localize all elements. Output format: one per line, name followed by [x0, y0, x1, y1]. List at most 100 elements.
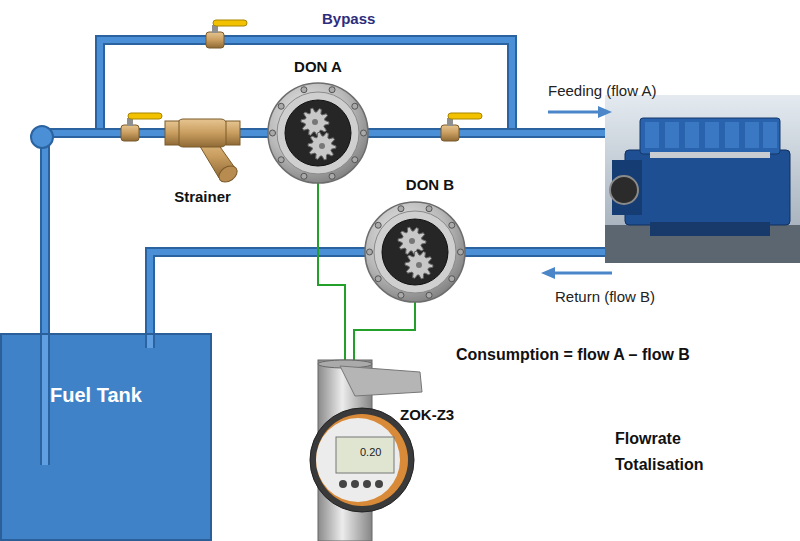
gear-hub	[319, 143, 325, 149]
cylinder-head	[725, 122, 739, 148]
node-label: ZOK-Z3	[400, 406, 480, 424]
ball-valve	[441, 113, 482, 141]
strainer-cap	[216, 163, 240, 186]
connector-group	[354, 302, 415, 360]
meter-bolt	[426, 292, 432, 298]
meter-bolt	[449, 222, 455, 228]
feed-pipe	[368, 128, 608, 138]
return-inlet	[145, 335, 155, 348]
cylinder-head	[745, 122, 759, 148]
meter-bolt	[398, 292, 404, 298]
return-pipe	[465, 247, 608, 257]
ball-valve	[206, 20, 247, 48]
signal-wire	[318, 183, 345, 360]
strainer-nut	[165, 121, 179, 145]
return-inlet	[147, 335, 153, 348]
cylinder-head	[763, 122, 777, 148]
meter-bolt	[301, 173, 307, 179]
meter-bolt	[398, 206, 404, 212]
meter-body	[268, 83, 368, 183]
meter-chamber	[285, 100, 351, 166]
signal-wire	[354, 302, 415, 360]
formula-label: Consumption = flow A – flow B	[456, 345, 756, 364]
node-label: Fuel Tank	[50, 383, 200, 407]
meter-chamber	[382, 219, 448, 285]
cylinder-head	[685, 122, 699, 148]
device-button	[363, 480, 371, 488]
function-label: Flowrate Totalisation	[615, 426, 725, 478]
return-pipe	[465, 249, 608, 255]
cylinder-head	[645, 122, 659, 148]
engine-background	[605, 95, 800, 263]
return-arrow	[553, 272, 612, 275]
gear-hub	[409, 238, 415, 244]
ball-valve	[121, 113, 162, 141]
engine-oil-pan	[650, 222, 770, 236]
device-button	[339, 480, 347, 488]
fuel-pipe	[150, 252, 365, 333]
cylinder-bank	[640, 118, 780, 154]
engine-pulley	[610, 176, 638, 204]
meter-bolt	[352, 157, 358, 163]
suction-pipe	[42, 335, 48, 465]
engine-manifold	[650, 152, 770, 158]
flow-meter: DON B	[365, 175, 465, 302]
pipe-core	[240, 130, 268, 136]
oval-gear	[301, 108, 329, 136]
oval-gear	[405, 251, 433, 279]
pipe-elbow	[31, 126, 53, 148]
flow-label: Feeding (flow A)	[548, 82, 688, 100]
meter-bolt	[329, 173, 335, 179]
strainer-nut	[226, 121, 240, 145]
meter-bolt	[278, 157, 284, 163]
oval-gear	[398, 227, 426, 255]
fuel-tank: Fuel Tank	[0, 333, 212, 541]
meter-bolt	[458, 249, 464, 255]
node-label: DON A	[268, 58, 368, 76]
node-label: DON B	[380, 176, 480, 194]
return-arrowhead	[541, 267, 555, 279]
meter-bolt	[375, 276, 381, 282]
zok-drawing	[300, 360, 490, 541]
meter-bolt	[278, 103, 284, 109]
meter-bolt	[329, 87, 335, 93]
engine-block	[625, 150, 790, 225]
meter-bolt	[361, 130, 367, 136]
device-ring	[316, 414, 408, 506]
cylinder-head	[705, 122, 719, 148]
strainer-body	[177, 119, 227, 147]
device-housing	[310, 408, 414, 512]
connector-group	[150, 252, 365, 333]
feed-arrow	[548, 111, 600, 114]
gear-hub	[312, 119, 318, 125]
device-button	[375, 480, 383, 488]
meter-body	[365, 202, 465, 302]
meter-drawing	[268, 58, 368, 183]
strainer: Strainer	[165, 118, 240, 208]
flow-meter: DON A	[268, 58, 368, 183]
display-value: 0.20	[360, 446, 400, 459]
cylinder-head	[665, 122, 679, 148]
device-cover	[340, 366, 422, 396]
meter-bolt	[301, 87, 307, 93]
meter-bolt	[367, 249, 373, 255]
device-face	[316, 418, 400, 502]
flow-arrows	[541, 106, 612, 279]
flow-computer: ZOK-Z3	[300, 360, 490, 541]
meter-ring	[277, 92, 359, 174]
flow-label: Return (flow B)	[555, 288, 695, 306]
meter-bolt	[352, 103, 358, 109]
feed-pipe	[368, 130, 608, 136]
meter-ring	[374, 211, 456, 293]
meter-bolt	[449, 276, 455, 282]
meter-drawing	[365, 175, 465, 302]
oval-gear	[308, 132, 336, 160]
meter-bolt	[375, 222, 381, 228]
connector-group	[318, 183, 345, 360]
suction-pipe	[40, 335, 50, 465]
device-button	[351, 480, 359, 488]
meter-bolt	[270, 130, 276, 136]
connector-group	[240, 133, 268, 134]
gear-hub	[416, 262, 422, 268]
